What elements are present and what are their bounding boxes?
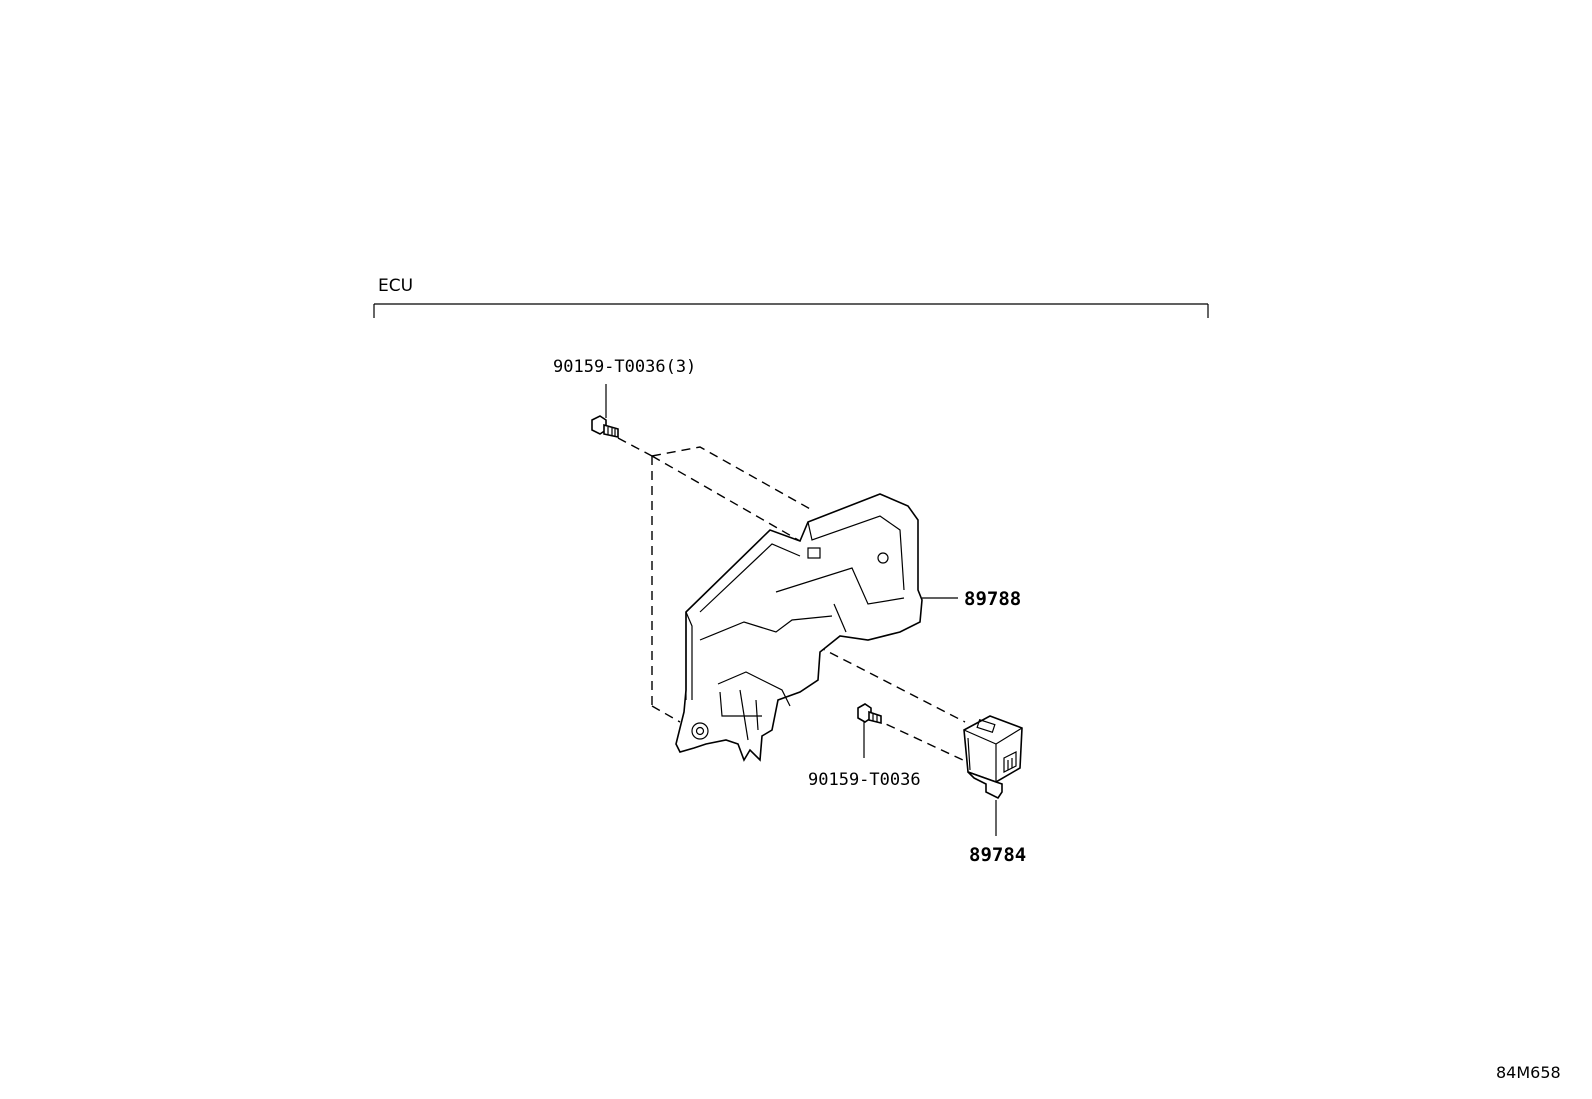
part-label-bolt-top: 90159-T0036(3): [553, 357, 696, 377]
part-label-bolt-bottom: 90159-T0036: [808, 770, 921, 790]
bolt-top[interactable]: [591, 384, 619, 438]
bolt-icon: [857, 703, 882, 725]
bolt-icon: [591, 415, 619, 438]
bracket-89788[interactable]: [675, 493, 923, 762]
part-label-ecu-unit: 89784: [969, 844, 1026, 866]
bolt-bottom[interactable]: [857, 703, 882, 758]
section-title: ECU: [378, 276, 413, 296]
diagram-code: 84M658: [1496, 1063, 1561, 1082]
part-label-bracket: 89788: [964, 588, 1021, 610]
section-bracket-line: [373, 303, 1209, 318]
ecu-unit-89784[interactable]: [963, 715, 1023, 800]
